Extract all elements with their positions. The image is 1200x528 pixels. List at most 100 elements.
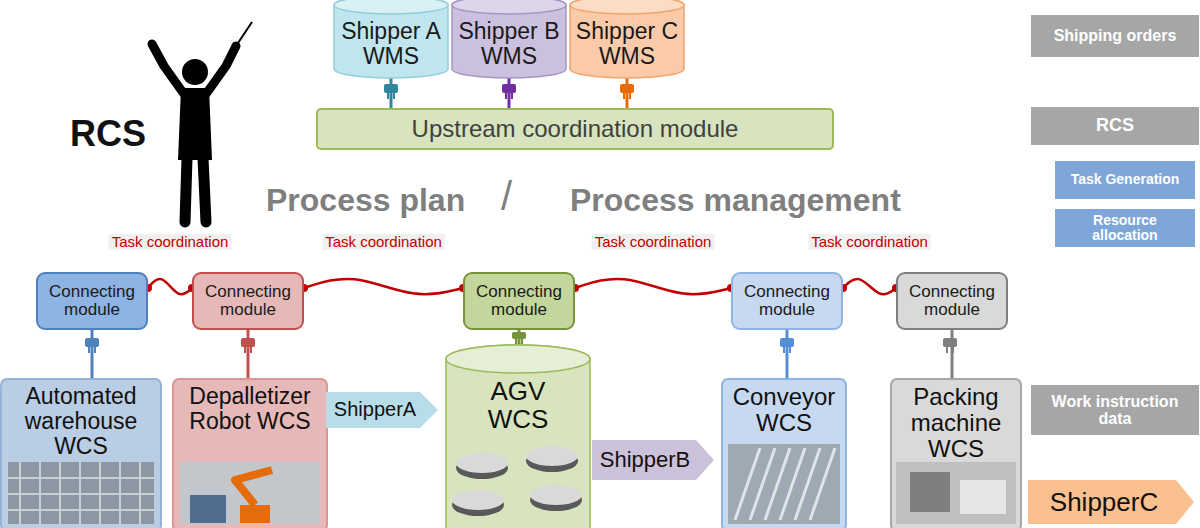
text-area: Connecting module (36, 272, 148, 330)
text-area: AGV WCS (445, 345, 591, 528)
flow-band (0, 446, 596, 474)
connecting-module: Connecting module (36, 272, 148, 330)
edge-label: Task coordination (592, 234, 715, 250)
upstream-module-outline (316, 108, 834, 150)
warehouse-photo (8, 462, 154, 524)
edge-end-dot (188, 284, 196, 292)
rcs-function: Resource allocation (1054, 208, 1196, 248)
connecting-module: Connecting module (192, 272, 304, 330)
text-area: Task Generation (1054, 160, 1196, 200)
node-text: Connecting module (900, 283, 1004, 320)
text-area: ShipperA (326, 392, 438, 428)
edge-label: Task coordination (808, 234, 931, 250)
rcs-function-fill (1055, 161, 1195, 199)
edge-end-dot (727, 284, 735, 292)
layer-label-outline (1030, 384, 1200, 436)
connecting-module-fill (897, 273, 1007, 329)
text-anchor: Process management (570, 183, 901, 218)
text-area: Connecting module (192, 272, 304, 330)
plug-cable (247, 330, 250, 378)
task-coordination-link (148, 279, 192, 294)
wcs-cylinder: AGV WCS (445, 345, 591, 528)
wcs-box-fill (173, 379, 327, 528)
wms-cylinder-top (334, 0, 448, 14)
connecting-module: Connecting module (731, 272, 843, 330)
node-text: ShipperA (334, 399, 416, 421)
shipper-flow-arrow-outline (326, 392, 438, 428)
rcs-function-fill (1055, 209, 1195, 247)
wcs-cylinder-outline (445, 345, 591, 528)
wcs-box-fill (722, 379, 846, 528)
conveyor-photo (728, 444, 840, 524)
node-text: Automated warehouse WCS (4, 384, 158, 458)
node-text: Packing machine WCS (894, 384, 1018, 462)
connecting-module-outline (463, 272, 575, 330)
text-area: Shipping orders (1030, 14, 1200, 58)
node-text: Work instruction data (1036, 393, 1194, 428)
upstream-module-fill (317, 109, 833, 149)
rcs-cylinder-outline (4, 95, 1022, 357)
edge-label-anchor: Task coordination (808, 234, 931, 250)
packing-machine-photo (896, 462, 1016, 524)
node-text: Resource allocation (1060, 213, 1190, 243)
node-text: AGV WCS (471, 377, 565, 433)
connecting-module-fill (37, 273, 147, 329)
task-coordination-link (304, 279, 463, 294)
node-text: Connecting module (196, 283, 300, 320)
plug-cable (626, 78, 629, 108)
node-text: Process plan (266, 183, 465, 218)
rcs-function-outline (1054, 208, 1196, 248)
plug-cable (390, 78, 393, 108)
node-text: Shipper A WMS (336, 19, 446, 69)
connecting-module-fill (464, 273, 574, 329)
wms-cylinder-fill (452, 0, 566, 78)
wcs-box-outline (890, 378, 1022, 528)
shipper-flow-arrow-fill (326, 392, 438, 428)
wcs-cylinder-fill (446, 345, 590, 528)
edge-label-anchor: Task coordination (322, 234, 445, 250)
wms-cylinder: Shipper C WMS (569, 0, 685, 78)
wcs-box: Conveyor WCS (721, 378, 847, 528)
text-area: Automated warehouse WCS (0, 378, 162, 528)
text-anchor: RCS (70, 115, 146, 154)
shipper-flow-arrow: ShipperC (1028, 480, 1194, 524)
plug-cable (518, 330, 521, 345)
node-text: Shipping orders (1054, 27, 1177, 44)
connecting-module-fill (193, 273, 303, 329)
layer-label-fill (1031, 385, 1199, 435)
node-text: Connecting module (40, 283, 144, 320)
layer-label: RCS (1030, 106, 1200, 146)
wms-cylinder-top (570, 0, 684, 14)
wcs-box-fill (1, 379, 161, 528)
edge-end-dot (144, 284, 152, 292)
wcs-box: Depalletizer Robot WCS (172, 378, 328, 528)
text-area: Resource allocation (1054, 208, 1196, 248)
text-area: ShipperB (592, 440, 714, 480)
node-text: ShipperC (1050, 488, 1158, 516)
text-anchor: / (501, 175, 512, 218)
wcs-box-outline (0, 378, 162, 528)
node-text: Depalletizer Robot WCS (176, 384, 324, 434)
edge-label-anchor: Task coordination (592, 234, 715, 250)
node-text: Connecting module (735, 283, 839, 320)
side-panel (1038, 152, 1200, 256)
connecting-module-outline (192, 272, 304, 330)
text-area: Shipper C WMS (569, 0, 685, 78)
edge-label: Task coordination (109, 234, 232, 250)
layer-label: Shipping orders (1030, 14, 1200, 58)
rcs-cylinder: Upstream coordination moduleConnecting m… (4, 95, 1022, 357)
plug-cable (91, 330, 94, 378)
node-text: RCS (70, 115, 146, 154)
wcs-box-outline (721, 378, 847, 528)
shipper-flow-arrow: ShipperA (326, 392, 438, 428)
node-text: RCS (1096, 116, 1134, 135)
rcs-cylinder-fill (5, 95, 1021, 357)
layer-label-fill (1031, 15, 1199, 57)
flow-band (0, 397, 330, 423)
layer-label-fill (1031, 107, 1199, 145)
node-text: Process management (570, 183, 901, 218)
shipper-flow-arrow: ShipperB (592, 440, 714, 480)
connecting-module-outline (36, 272, 148, 330)
